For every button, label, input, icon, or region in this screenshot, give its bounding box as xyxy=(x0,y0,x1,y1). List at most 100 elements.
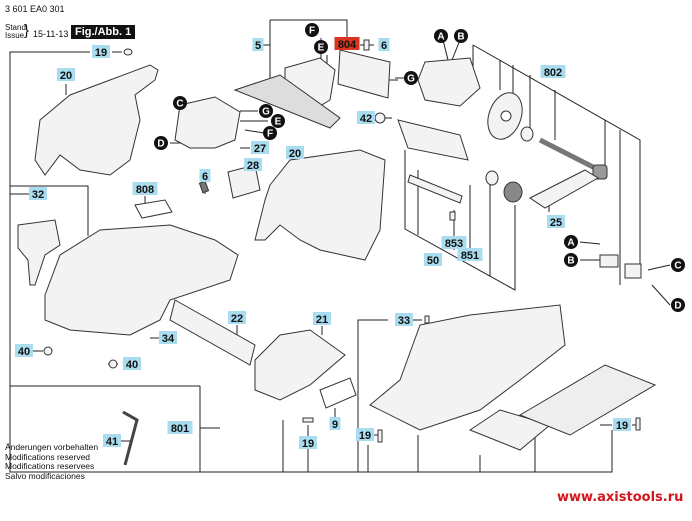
marker-a: A xyxy=(564,235,578,249)
callout-20: 20 xyxy=(57,68,75,82)
note: Änderungen vorbehalten xyxy=(5,442,99,452)
callout-text: 40 xyxy=(18,346,30,358)
callout-text: 40 xyxy=(126,359,138,371)
callout-bg xyxy=(228,311,246,324)
callout-text: 853 xyxy=(445,238,463,250)
frame-left xyxy=(9,51,613,473)
website-link[interactable]: www.axistools.ru xyxy=(557,490,684,505)
part-gasket xyxy=(319,377,357,409)
callout-text: 801 xyxy=(171,423,189,435)
marker-c: C xyxy=(671,258,685,272)
marker-circle xyxy=(564,235,578,249)
issue-date: 15-11-13 xyxy=(33,29,69,39)
callout-text: 19 xyxy=(359,430,371,442)
part-allen-key xyxy=(122,410,139,466)
part-pulley-small xyxy=(592,164,608,180)
callout-text: 34 xyxy=(162,333,175,345)
issue-label: Issue xyxy=(5,31,25,40)
marker-letter: D xyxy=(674,301,681,312)
callout-bg xyxy=(15,344,33,357)
marker-letter: G xyxy=(262,107,270,118)
part-chip-deflector xyxy=(254,329,346,401)
callout-bg xyxy=(251,141,269,154)
callout-40: 40 xyxy=(15,344,33,358)
part-base-plate xyxy=(518,364,657,436)
part-chip-tube xyxy=(169,299,256,366)
callout-bg xyxy=(103,434,121,447)
callout-851: 851 xyxy=(457,248,483,262)
callout-40: 40 xyxy=(123,357,141,371)
callout-bg xyxy=(57,68,75,81)
marker-letter: B xyxy=(457,32,464,43)
callout-bg xyxy=(613,418,631,431)
marker-circle xyxy=(671,298,685,312)
marker-circle xyxy=(271,114,285,128)
callout-bg xyxy=(132,182,158,195)
callout-804: 804 xyxy=(334,37,360,51)
callout-text: 5 xyxy=(255,40,261,52)
marker-f: F xyxy=(263,126,277,140)
part-depth-knob xyxy=(17,219,61,286)
callout-text: 9 xyxy=(332,419,338,431)
callout-text: 804 xyxy=(338,39,357,51)
part-screw-2 xyxy=(302,417,314,423)
callout-text: 6 xyxy=(381,40,387,52)
marker-circle xyxy=(173,96,187,110)
callout-text: 25 xyxy=(550,217,562,229)
callout-802: 802 xyxy=(540,65,566,79)
callout-808: 808 xyxy=(132,182,158,196)
callout-bg xyxy=(357,111,375,124)
callout-6: 6 xyxy=(199,169,211,183)
marker-e: E xyxy=(314,40,328,54)
marker-circle xyxy=(154,136,168,150)
figure-label: Fig./Abb. 1 xyxy=(71,25,136,39)
callout-text: 802 xyxy=(544,67,562,79)
marker-letter: A xyxy=(437,32,444,43)
marker-letter: E xyxy=(275,117,282,128)
callout-text: 22 xyxy=(231,313,243,325)
callout-27: 27 xyxy=(251,141,269,155)
callout-32: 32 xyxy=(29,187,47,201)
leader-lines xyxy=(9,19,671,473)
marker-letter: F xyxy=(267,129,273,140)
marker-a: A xyxy=(434,29,448,43)
callout-33: 33 xyxy=(395,313,413,327)
part-cable-bundle xyxy=(233,74,341,129)
part-screw-3 xyxy=(377,429,383,443)
marker-letter: B xyxy=(567,256,574,267)
callout-bg xyxy=(441,236,467,249)
marker-b: B xyxy=(454,29,468,43)
callout-bg xyxy=(167,421,193,434)
part-planer-body xyxy=(44,224,239,336)
part-circuit-board xyxy=(337,49,391,99)
callout-bg xyxy=(329,417,341,430)
marker-b: B xyxy=(564,253,578,267)
part-bushing xyxy=(374,112,386,124)
callout-text: 6 xyxy=(202,171,208,183)
callout-bg xyxy=(547,215,565,228)
callout-bg xyxy=(244,158,262,171)
callout-bg xyxy=(424,253,442,266)
callout-5: 5 xyxy=(252,38,264,52)
part-trigger-switch xyxy=(174,96,241,149)
part-blade xyxy=(407,174,463,204)
marker-circle xyxy=(454,29,468,43)
part-drive-belt xyxy=(529,169,599,209)
part-spring xyxy=(363,39,370,51)
callout-41: 41 xyxy=(103,434,121,448)
callout-text: 28 xyxy=(247,160,259,172)
marker-circle xyxy=(263,126,277,140)
part-nut xyxy=(43,346,53,356)
marker-d: D xyxy=(154,136,168,150)
callout-50: 50 xyxy=(424,253,442,267)
marker-circle xyxy=(305,23,319,37)
part-number: 3 601 EA0 301 xyxy=(5,4,65,14)
callout-21: 21 xyxy=(313,312,331,326)
callout-bg xyxy=(92,45,110,58)
part-nut-2 xyxy=(108,359,118,369)
callout-bg xyxy=(299,436,317,449)
marker-c: C xyxy=(173,96,187,110)
